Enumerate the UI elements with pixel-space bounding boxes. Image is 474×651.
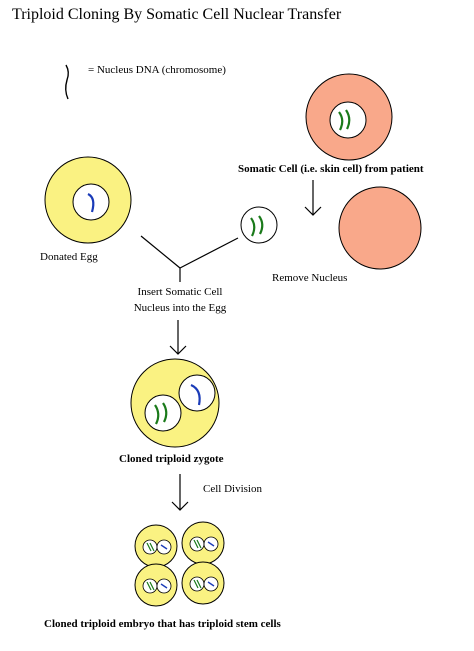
embryo-cell <box>134 563 178 607</box>
zygote-egg-nucleus <box>178 374 216 412</box>
remove-nucleus-label: Remove Nucleus <box>272 272 348 284</box>
extracted-somatic-nucleus <box>240 206 278 244</box>
arrow-remove-nucleus <box>304 180 322 216</box>
somatic-chromosome-icon <box>345 109 351 130</box>
cloned-zygote <box>130 358 220 448</box>
insert-label-line-2: Nucleus into the Egg <box>133 302 227 314</box>
cell-division-label: Cell Division <box>203 483 262 495</box>
diagram-title: Triploid Cloning By Somatic Cell Nuclear… <box>12 6 342 23</box>
somatic-chromosome-icon <box>250 217 256 237</box>
arrow-cell-division <box>171 474 189 511</box>
merge-lines <box>140 235 239 282</box>
insert-nucleus-label: Insert Somatic Cell Nucleus into the Egg <box>121 284 239 316</box>
egg-nucleus <box>72 183 110 221</box>
somatic-cell-label: Somatic Cell (i.e. skin cell) from patie… <box>238 163 424 175</box>
cloned-embryo-label: Cloned triploid embryo that has triploid… <box>44 618 281 630</box>
zygote-somatic-nucleus <box>144 394 182 432</box>
somatic-cell <box>305 73 393 161</box>
egg-chromosome-icon <box>190 383 201 406</box>
embryo-cell <box>181 521 225 565</box>
donated-egg-label: Donated Egg <box>40 251 98 263</box>
embryo-cell <box>134 524 178 568</box>
insert-label-line-1: Insert Somatic Cell <box>137 286 223 298</box>
arrow-to-zygote <box>169 320 187 355</box>
egg-chromosome-icon <box>87 193 95 213</box>
somatic-chromosome-icon <box>338 111 344 131</box>
somatic-chromosome-icon <box>162 402 168 423</box>
enucleated-somatic-cell <box>338 186 422 270</box>
embryo-cell <box>181 561 225 605</box>
somatic-chromosome-icon <box>258 215 264 235</box>
donated-egg <box>44 156 132 244</box>
cloned-zygote-label: Cloned triploid zygote <box>119 453 224 465</box>
legend-chromosome-icon <box>65 64 69 100</box>
cloned-embryo <box>134 521 225 607</box>
somatic-nucleus <box>329 101 367 139</box>
somatic-chromosome-icon <box>154 404 160 425</box>
legend-text: = Nucleus DNA (chromosome) <box>88 64 226 76</box>
